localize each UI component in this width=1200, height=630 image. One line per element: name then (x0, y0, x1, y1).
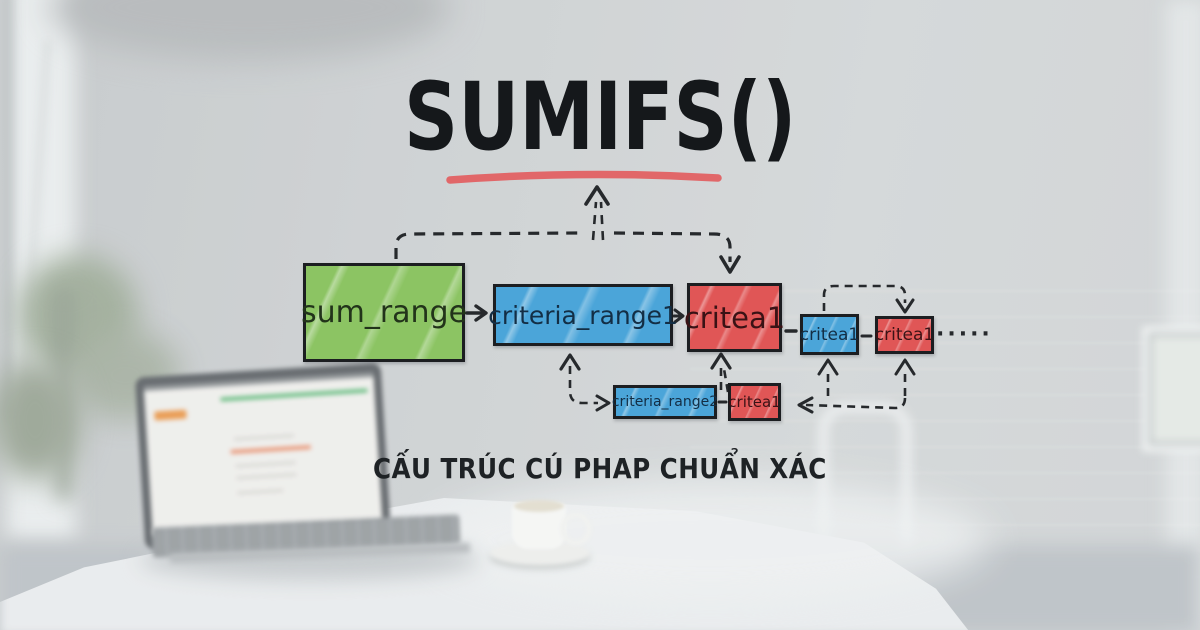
page-title: SUMIFS() (0, 63, 1200, 172)
caption-text: CẤU TRÚC CÚ PHAP CHUẨN XÁC (373, 452, 827, 485)
wall-light-strip (1166, 0, 1200, 630)
box-criteria-range1: criteria_range1 (488, 284, 678, 346)
window-frame (4, 0, 11, 420)
plant-foliage (0, 360, 80, 480)
box-criteria1-alt-red: critea1 (875, 316, 934, 354)
cup-handle (560, 512, 592, 546)
picture-frame (1142, 326, 1200, 452)
coffee-surface (514, 500, 564, 512)
box-criteria1: critea1 (684, 283, 785, 352)
title-text: SUMIFS() (403, 63, 797, 172)
repeat-ellipsis: ····· (936, 322, 993, 347)
box-criteria-range2: criteria_range2 (612, 385, 718, 419)
box-criteria2: critea1 (728, 383, 781, 421)
caption: CẤU TRÚC CÚ PHAP CHUẨN XÁC (0, 452, 1200, 485)
box-sum-range: sum_range (301, 263, 467, 362)
box-criteria1-alt-blue: critea1 (800, 314, 859, 355)
